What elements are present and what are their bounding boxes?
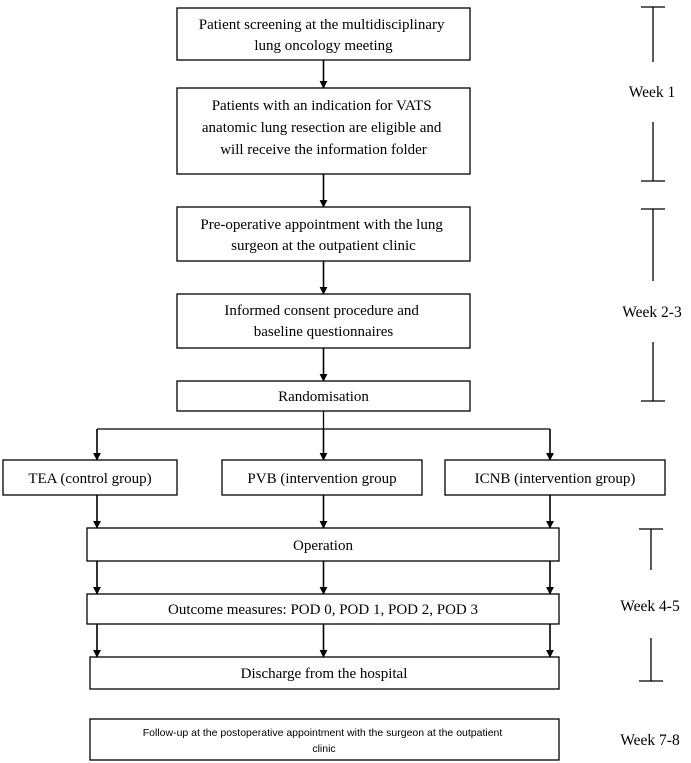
- timeline-bracket-week-4-5: [639, 528, 663, 682]
- arrows-groups-to-operation: [93, 495, 554, 529]
- arrows-operation-to-outcome: [93, 561, 554, 595]
- svg-text:Patient screening at the multi: Patient screening at the multidisciplina…: [199, 17, 449, 54]
- box-discharge: Discharge from the hospital: [89, 656, 560, 690]
- week-1-label: Week 1: [629, 84, 676, 101]
- svg-text:Patients with an indication fo: Patients with an indication for VATS ana…: [202, 98, 445, 158]
- svg-text:Discharge from the hospital: Discharge from the hospital: [241, 666, 408, 682]
- svg-text:Outcome measures: POD 0, POD 1: Outcome measures: POD 0, POD 1, POD 2, P…: [168, 602, 478, 618]
- svg-text:Operation: Operation: [293, 538, 353, 554]
- box-eligible-patients: Patients with an indication for VATS ana…: [176, 87, 471, 175]
- svg-text:ICNB (intervention group): ICNB (intervention group): [475, 471, 636, 487]
- svg-text:PVB (intervention group: PVB (intervention group: [247, 471, 396, 487]
- week-2-3-label: Week 2-3: [622, 304, 682, 321]
- arrows-outcome-to-discharge: [93, 624, 554, 658]
- box-tea-control-group: TEA (control group): [2, 459, 178, 496]
- svg-text:Pre-operative appointment with: Pre-operative appointment with the lung …: [200, 217, 446, 254]
- arrows-randomisation-branch: [93, 411, 554, 461]
- box-icnb-intervention-group: ICNB (intervention group): [444, 459, 666, 496]
- timeline-bracket-week-2-3: [641, 208, 665, 402]
- box-outcome-measures: Outcome measures: POD 0, POD 1, POD 2, P…: [86, 593, 560, 625]
- svg-text:Follow-up at the postoperative: Follow-up at the postoperative appointme…: [143, 727, 506, 755]
- box-follow-up: Follow-up at the postoperative appointme…: [89, 718, 560, 761]
- svg-text:TEA (control group): TEA (control group): [28, 471, 151, 487]
- week-7-8-label: Week 7-8: [620, 732, 680, 749]
- box-preoperative-appointment: Pre-operative appointment with the lung …: [176, 206, 471, 262]
- box-pvb-intervention-group: PVB (intervention group: [221, 459, 423, 496]
- svg-text:Informed consent procedure and: Informed consent procedure and baseline …: [224, 303, 422, 340]
- box-randomisation: Randomisation: [176, 380, 471, 412]
- box-operation: Operation: [86, 527, 560, 562]
- box-informed-consent: Informed consent procedure and baseline …: [176, 293, 471, 349]
- svg-text:Randomisation: Randomisation: [278, 389, 369, 405]
- week-4-5-label: Week 4-5: [620, 598, 680, 615]
- box-patient-screening: Patient screening at the multidisciplina…: [176, 7, 471, 61]
- timeline-bracket-week-1: [641, 6, 665, 182]
